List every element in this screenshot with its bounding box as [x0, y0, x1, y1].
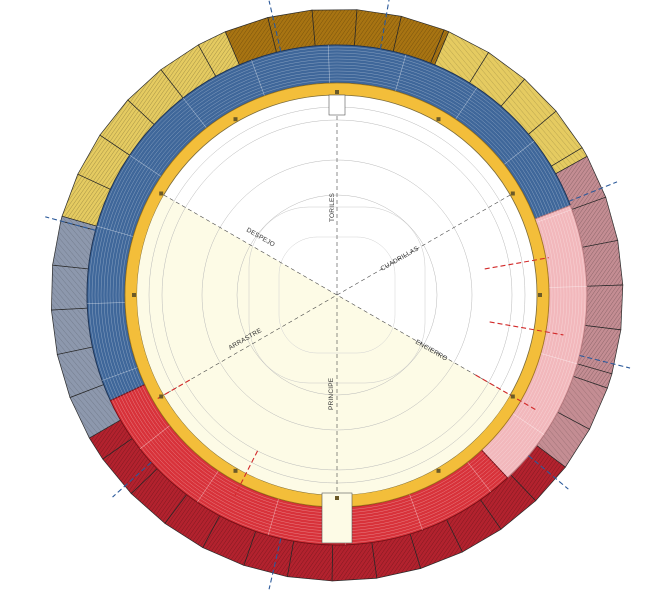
outer-axis-lower-left: [112, 461, 152, 498]
burladero-mark: [335, 90, 339, 94]
burladero-mark: [538, 293, 542, 297]
outer-segment-hatch: [312, 9, 357, 54]
tendido-stair: [548, 285, 587, 288]
gate-toriles: [328, 94, 346, 116]
burladero-mark: [233, 117, 238, 122]
outer-axis-upper-left: [268, 0, 282, 52]
outer-axis-right: [579, 354, 631, 369]
tendido-stair: [395, 54, 407, 92]
burladero-mark: [510, 191, 515, 196]
tendido-stair: [455, 87, 478, 120]
tendido-stair: [540, 353, 578, 365]
outer-segment-hatch: [565, 361, 612, 389]
tendido-stair: [251, 59, 265, 96]
tendido-stair: [536, 209, 573, 223]
tendido-stair: [182, 97, 207, 129]
red-axis-mark: [475, 374, 537, 411]
arena-shade-half: [137, 192, 515, 495]
outer-segment-hatch: [332, 534, 377, 581]
gate-principe: [321, 492, 353, 544]
outer-axis-right-up: [568, 181, 618, 202]
outer-segment-hatch: [60, 216, 105, 233]
tendido-stair: [139, 425, 171, 450]
tendido-stair: [196, 470, 219, 503]
tendido-stair: [467, 461, 492, 493]
tendido-stair: [327, 45, 330, 84]
tendido-stair: [267, 498, 279, 536]
outer-segment-hatch: [544, 147, 588, 178]
burladero-mark: [233, 468, 238, 473]
outer-segment-hatch: [51, 265, 97, 310]
tendido-stair: [129, 154, 162, 177]
outer-axis-left: [45, 216, 96, 231]
burladero-mark: [335, 496, 339, 500]
burladero-mark: [510, 394, 515, 399]
axis-lines: [45, 0, 631, 590]
outer-axis-bottom: [268, 538, 282, 590]
tendido-stair: [96, 225, 134, 237]
tendido-stair: [512, 413, 545, 436]
tendido-stair: [409, 494, 423, 531]
outer-segment-hatch: [287, 533, 333, 581]
outer-axis-upper-right: [379, 0, 390, 49]
burladero-mark: [159, 191, 164, 196]
tendido-stair: [101, 367, 138, 381]
outer-axis-lower-right: [528, 455, 569, 490]
burladero-mark: [436, 117, 441, 122]
tendido-stair: [503, 140, 535, 165]
interior-axis: [163, 194, 511, 396]
outer-segment-hatch: [577, 285, 623, 330]
burladero-mark: [436, 468, 441, 473]
outer-segment-hatch: [427, 29, 449, 73]
label-principe: PRINCIPE: [328, 377, 335, 410]
red-axis-mark: [489, 321, 564, 336]
tendido-stair: [87, 302, 126, 305]
red-axis-mark: [234, 450, 259, 496]
burladero-mark: [132, 293, 136, 297]
burladero-mark: [159, 394, 164, 399]
red-axis-mark: [484, 257, 549, 270]
label-toriles: TORILES: [329, 192, 336, 222]
gates: [132, 90, 542, 544]
